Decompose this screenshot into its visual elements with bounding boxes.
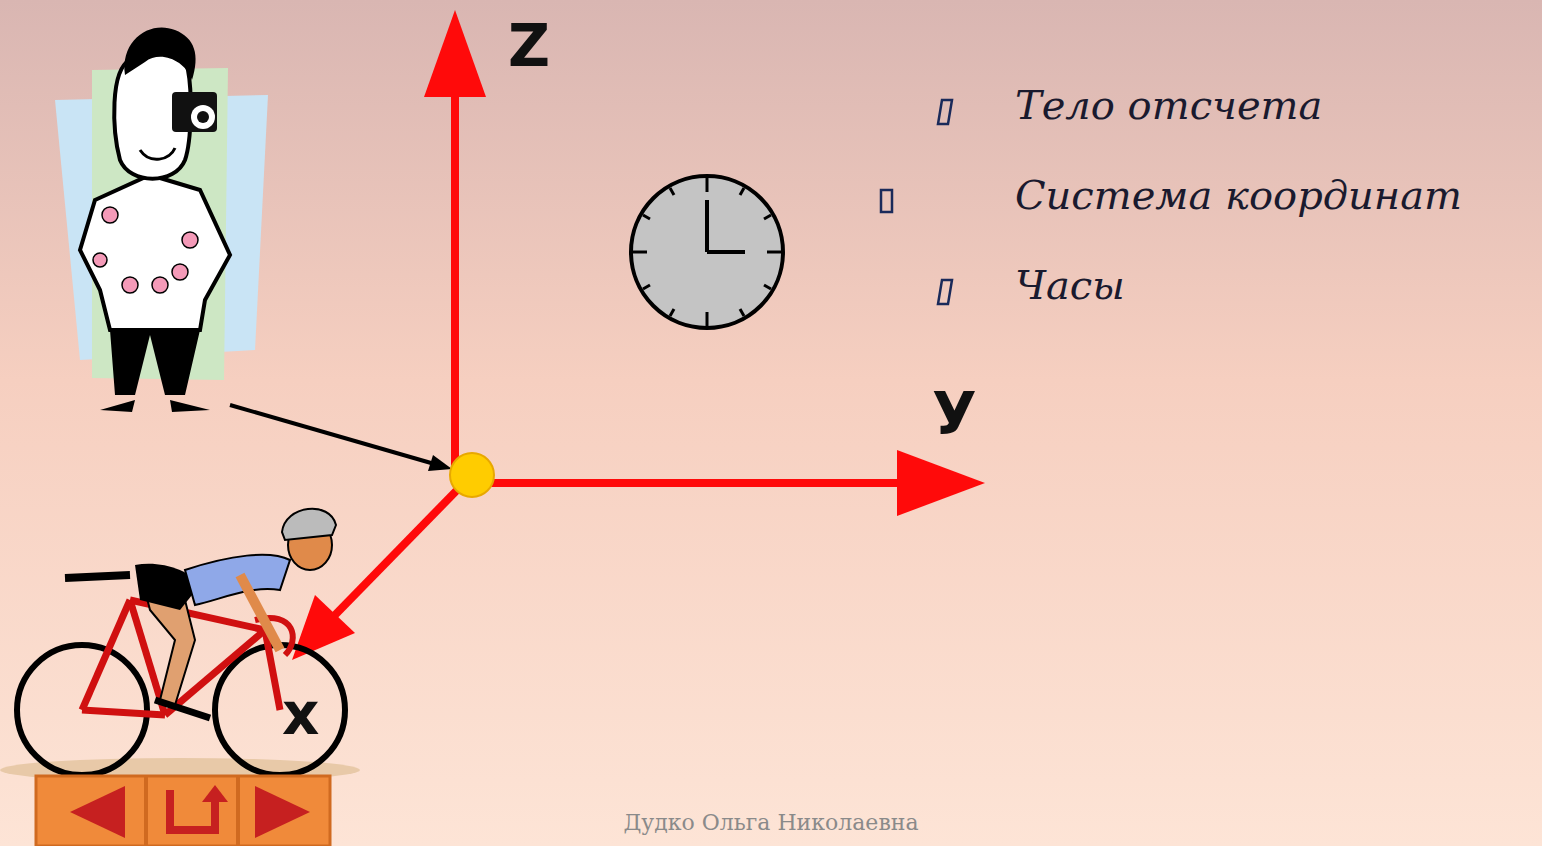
axis-label: У [932,380,977,448]
author-footer: Дудко Ольга Николаевна [623,810,918,835]
cyclist-clipart [0,509,360,782]
axis-label: Z [508,12,550,80]
photographer-clipart [55,27,268,412]
list-item: Тело отсчета [1015,82,1322,128]
list-item: Часы [1015,262,1125,308]
list-item: Система координат [1015,172,1462,218]
clock-icon [631,176,783,328]
bullet-marks [881,100,952,304]
origin-dot [450,453,494,497]
axis-label: x [282,680,319,748]
coordinate-axes [292,10,985,660]
nav-buttons [36,776,330,846]
